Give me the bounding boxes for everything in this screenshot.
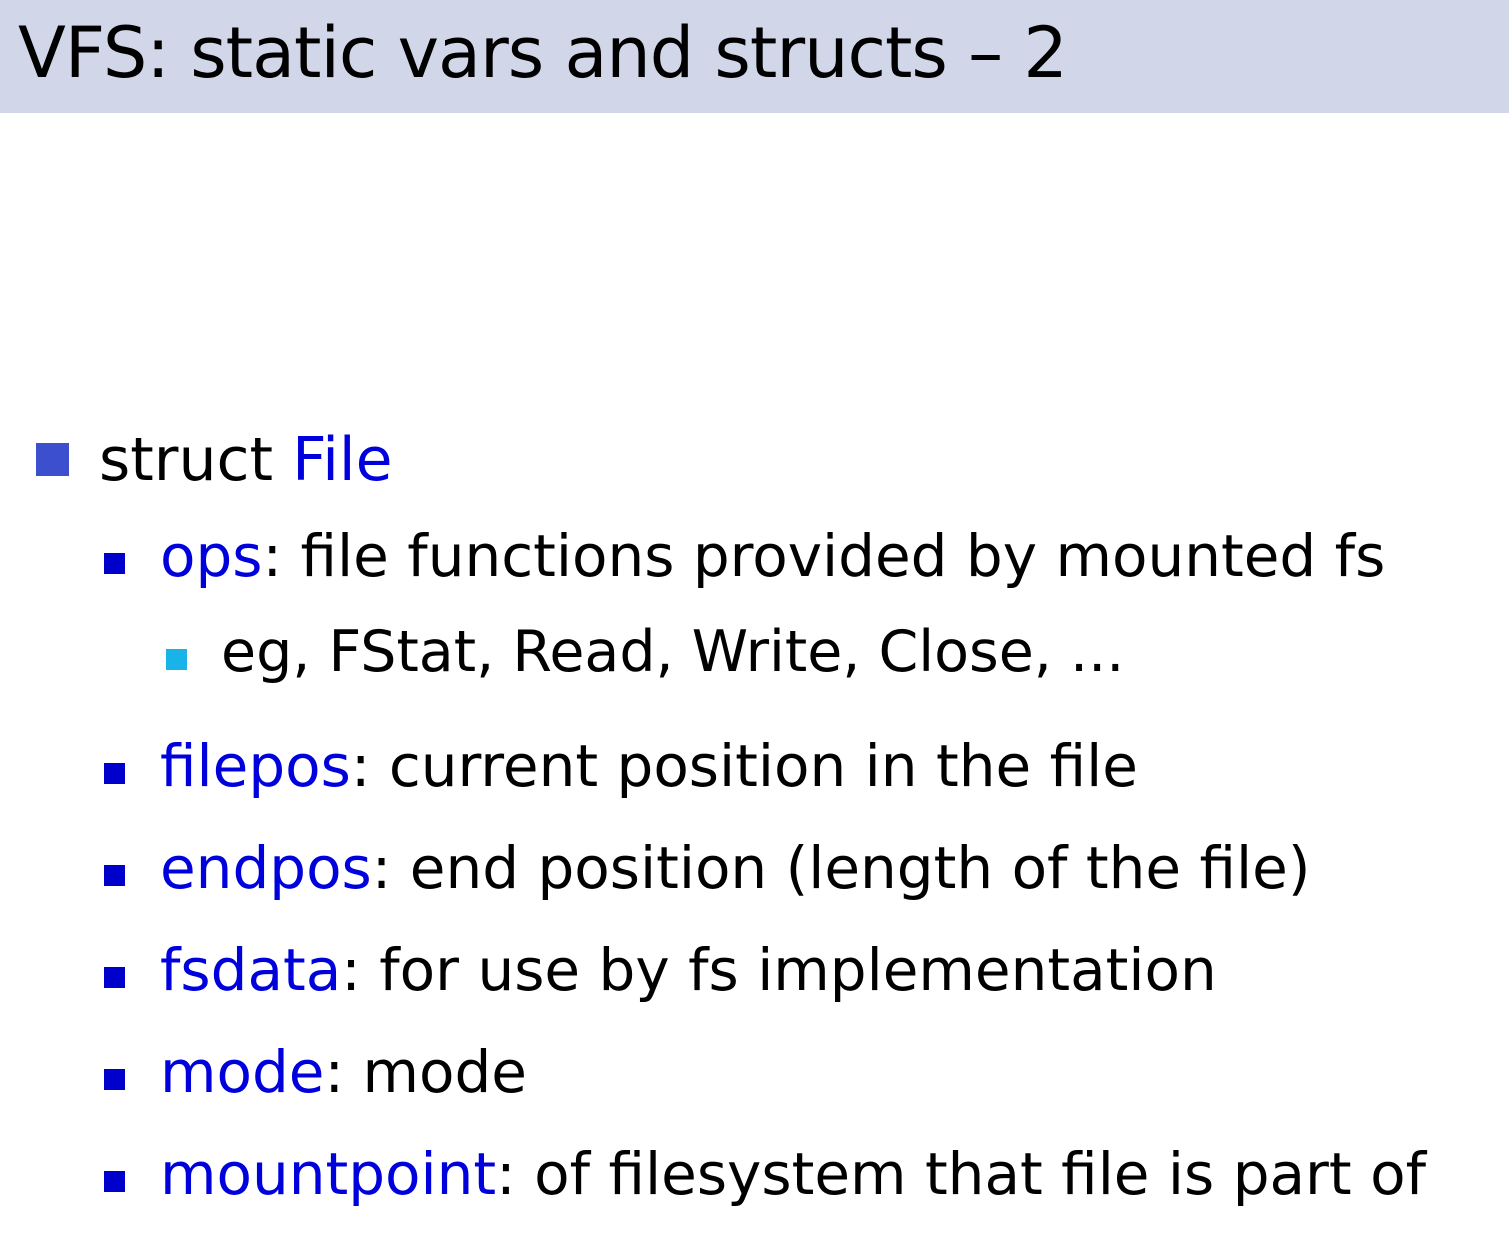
square-bullet-icon [104,865,125,887]
field-desc: : of filesystem that file is part of [496,1140,1426,1208]
square-bullet-icon [104,967,125,989]
struct-prefix: struct [99,425,293,495]
sub-item-text: eg, FStat, Read, Write, Close, ... [221,619,1125,685]
field-name: endpos [160,834,372,902]
slide-title: VFS: static vars and structs – 2 [18,12,1068,94]
square-bullet-icon [104,1171,125,1193]
field-name: fsdata [160,936,342,1004]
list-item-ops-example: eg, FStat, Read, Write, Close, ... [166,612,1124,692]
field-desc: : for use by fs implementation [341,936,1217,1004]
field-name: mode [160,1038,325,1106]
list-item-ops: ops: file functions provided by mounted … [104,516,1385,596]
field-name: ops [160,522,263,590]
square-bullet-icon [166,648,187,670]
square-bullet-icon [104,1069,125,1091]
square-bullet-icon [36,442,69,476]
field-name: filepos [160,732,351,800]
field-desc: : current position in the file [350,732,1138,800]
square-bullet-icon [104,763,125,785]
field-desc: : mode [324,1038,527,1106]
list-item-mountpoint: mountpoint: of filesystem that file is p… [104,1134,1426,1214]
field-desc: : file functions provided by mounted fs [262,522,1386,590]
title-bar: VFS: static vars and structs – 2 [0,0,1509,113]
list-item-filepos: filepos: current position in the file [104,726,1138,806]
square-bullet-icon [104,553,125,575]
list-item-struct-file: struct File [36,420,392,500]
list-item-endpos: endpos: end position (length of the file… [104,828,1311,908]
list-item-mode: mode: mode [104,1032,527,1112]
field-desc: : end position (length of the file) [371,834,1311,902]
list-item-fsdata: fsdata: for use by fs implementation [104,930,1217,1010]
field-name: mountpoint [160,1140,497,1208]
struct-name: File [292,425,393,495]
